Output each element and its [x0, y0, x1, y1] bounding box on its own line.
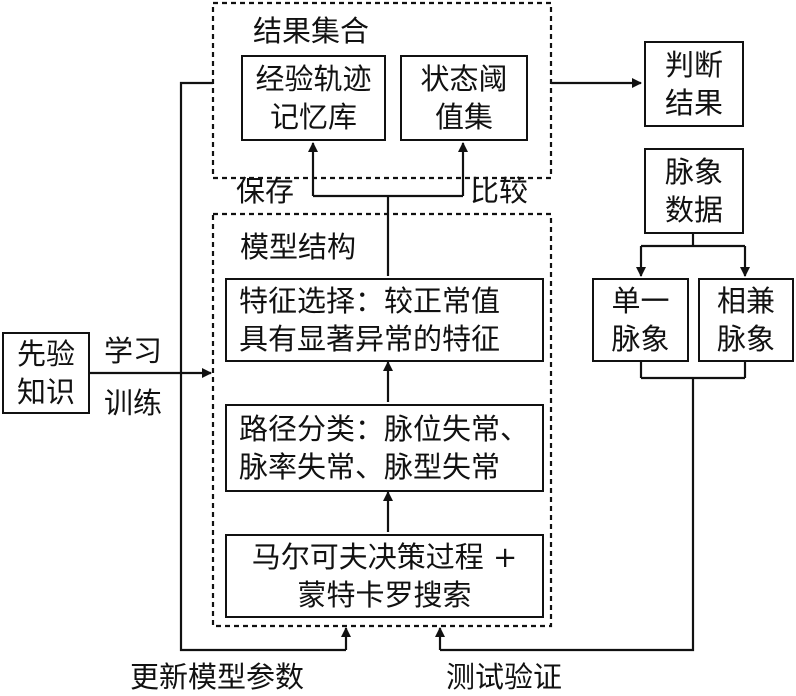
pulse-data-box: 脉象数据	[644, 148, 744, 234]
feature-selection-box: 特征选择：较正常值具有显著异常的特征	[225, 278, 544, 362]
connector-update-loop	[179, 81, 346, 652]
save-label: 保存	[236, 174, 295, 208]
judgement-box-line1: 判断	[664, 48, 723, 82]
test-validate-label: 测试验证	[446, 660, 563, 694]
single-pulse-box: 单一脉象	[592, 278, 689, 362]
mdp-line2: 蒙特卡罗搜索	[297, 578, 472, 612]
result-set-title: 结果集合	[253, 14, 370, 48]
memory-box-line1: 经验轨迹	[255, 62, 372, 96]
feature-line1: 特征选择：较正常值	[239, 284, 501, 318]
train-label: 训练	[104, 386, 163, 420]
threshold-box-line2: 值集	[434, 100, 493, 134]
model-structure-title: 模型结构	[240, 230, 357, 264]
pulse-data-line2: 数据	[664, 193, 723, 227]
model-structure-group	[211, 212, 553, 628]
combined-pulse-box: 相兼脉象	[698, 278, 794, 362]
judgement-box-line2: 结果	[664, 86, 723, 120]
prior-knowledge-box: 先验知识	[2, 332, 90, 414]
prior-line1: 先验	[16, 337, 75, 371]
learn-label: 学习	[104, 334, 163, 368]
single-pulse-line1: 单一	[611, 284, 670, 318]
combined-pulse-line1: 相兼	[716, 284, 775, 318]
path-classification-box: 路径分类：脉位失常、脉率失常、脉型失常	[225, 404, 544, 492]
mdp-mcts-box: 马尔可夫决策过程 + 蒙特卡罗搜索	[225, 534, 544, 618]
memory-box: 经验轨迹记忆库	[241, 55, 386, 141]
mdp-line1: 马尔可夫决策过程 +	[251, 540, 518, 574]
prior-line2: 知识	[16, 375, 75, 409]
path-line2: 脉率失常、脉型失常	[239, 450, 501, 484]
threshold-box: 状态阈值集	[400, 55, 528, 141]
connector-test-path	[440, 378, 695, 652]
compare-label: 比较	[470, 174, 529, 208]
memory-box-line2: 记忆库	[269, 100, 357, 134]
threshold-box-line1: 状态阈	[420, 62, 508, 96]
single-pulse-line2: 脉象	[611, 322, 670, 356]
judgement-box: 判断结果	[644, 41, 744, 127]
path-line1: 路径分类：脉位失常、	[239, 412, 530, 446]
combined-pulse-line2: 脉象	[716, 322, 775, 356]
feature-line2: 具有显著异常的特征	[239, 322, 501, 356]
result-set-group	[211, 1, 553, 180]
pulse-data-line1: 脉象	[664, 155, 723, 189]
update-params-label: 更新模型参数	[130, 660, 305, 694]
